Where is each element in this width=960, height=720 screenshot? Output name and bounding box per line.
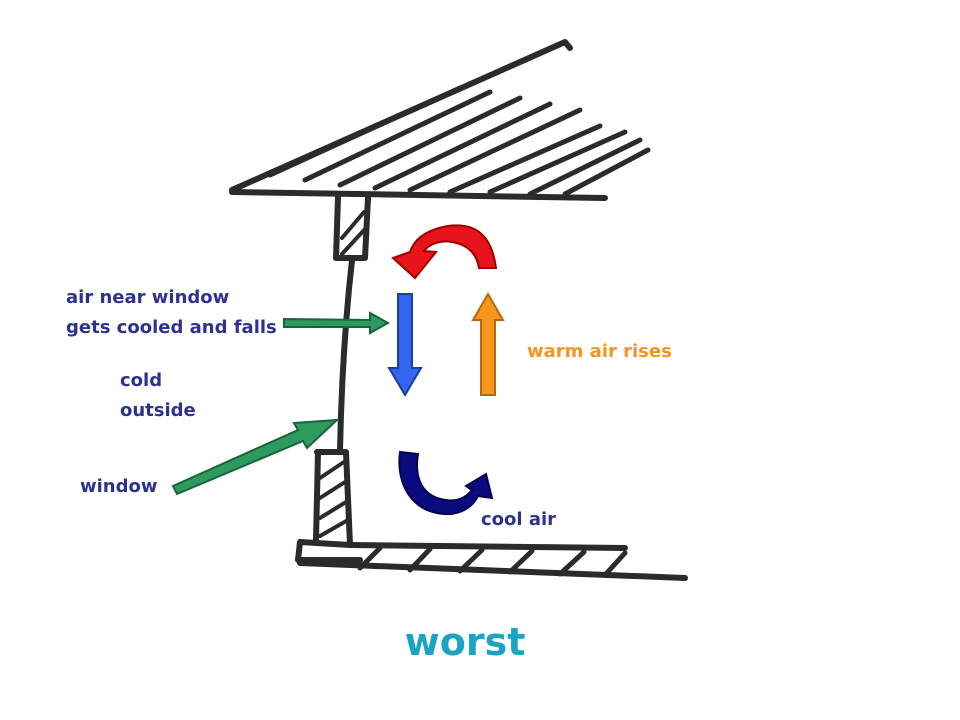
- cool-air-curl-arrow: [398, 450, 494, 516]
- label-cold-outside-line1: cold: [120, 370, 163, 391]
- label-air-near-window: air near window gets cooled and falls: [66, 283, 277, 343]
- label-cold-outside: cold outside: [120, 366, 196, 426]
- roof-outline: [229, 39, 608, 201]
- pointer-arrow-window: [171, 418, 340, 496]
- room-sketch: [229, 39, 688, 581]
- warm-air-curl-arrow: [391, 224, 498, 280]
- label-air-near-window-line1: air near window: [66, 287, 230, 308]
- rising-air-arrow: [471, 291, 505, 396]
- floor-hatching: [357, 545, 628, 578]
- window-pane: [337, 257, 355, 453]
- diagram-title: worst: [404, 620, 526, 664]
- falling-air-arrow: [387, 293, 423, 397]
- lower-wall: [295, 449, 363, 563]
- label-warm-air-rises: warm air rises: [527, 341, 672, 362]
- label-cool-air: cool air: [481, 509, 557, 530]
- roof-hatching: [267, 85, 651, 197]
- pointer-arrow-air: [283, 311, 391, 335]
- label-air-near-window-line2: gets cooled and falls: [66, 317, 277, 338]
- label-window: window: [80, 476, 158, 497]
- label-cold-outside-line2: outside: [120, 400, 196, 421]
